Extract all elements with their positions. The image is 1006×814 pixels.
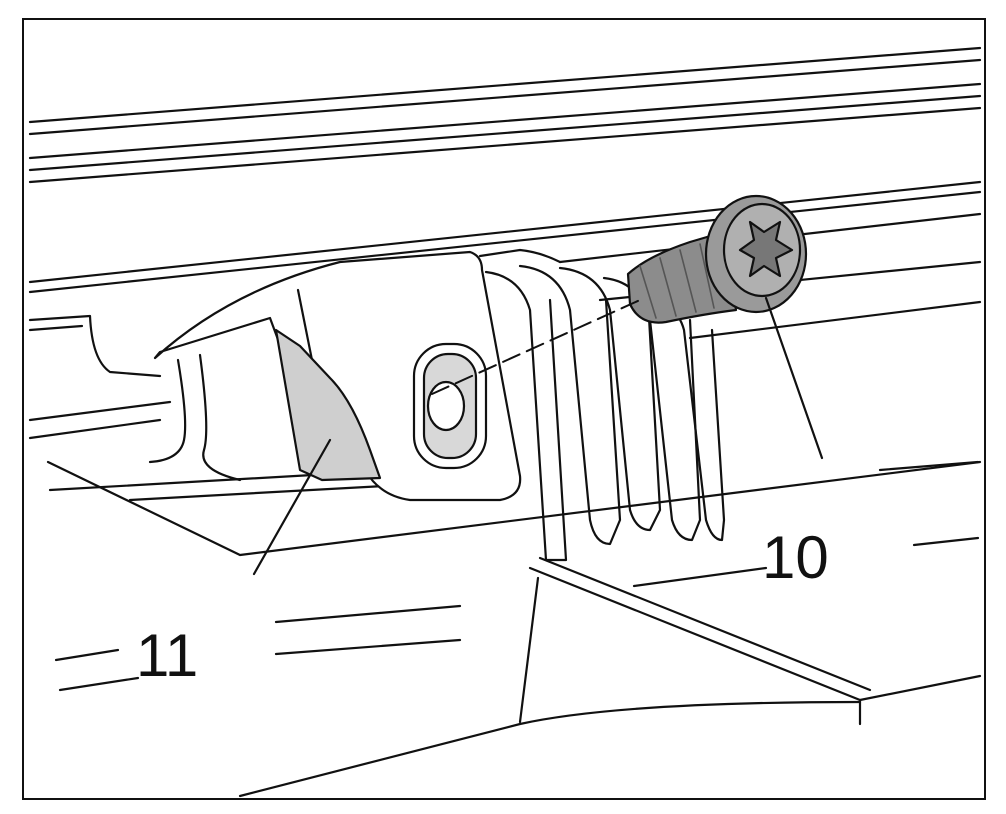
roof-rail-lines <box>28 46 982 340</box>
bracket-clip <box>148 248 562 502</box>
callout-label-10: 10 <box>762 524 829 591</box>
leader-line-10 <box>764 296 824 460</box>
torx-screw <box>626 194 808 324</box>
assembly-axis <box>431 299 641 395</box>
callout-label-11: 11 <box>136 622 198 689</box>
leader-line-11 <box>252 438 332 576</box>
panel-body <box>28 314 982 798</box>
